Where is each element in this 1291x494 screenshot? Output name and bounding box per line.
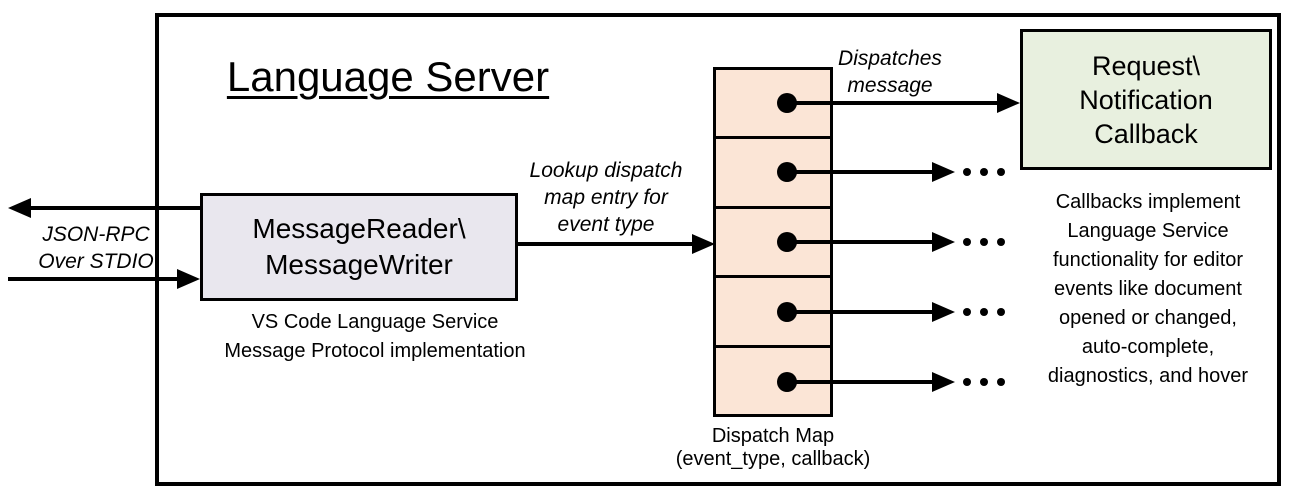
stdio-out-arrowhead-icon xyxy=(8,198,31,218)
callbacks-note-line: opened or changed, xyxy=(1059,307,1237,329)
dispatch-cell xyxy=(716,139,830,209)
callbacks-note: Callbacks implement Language Service fun… xyxy=(1006,188,1290,391)
language-server-boundary xyxy=(155,13,1281,486)
dispatch-arrow-shaft xyxy=(787,101,998,105)
dispatch-arrowhead-icon xyxy=(932,162,955,182)
ellipsis-icon xyxy=(963,168,1005,176)
dispatch-map-caption-line1: Dispatch Map xyxy=(711,425,835,447)
message-box-line1: MessageReader\ xyxy=(252,213,466,244)
diagram-title: Language Server xyxy=(226,53,550,100)
callback-box-line3: Callback xyxy=(1094,118,1198,149)
lookup-arrowhead-icon xyxy=(692,234,715,254)
callbacks-note-line: functionality for editor xyxy=(1052,249,1244,271)
stdio-in-arrow-shaft xyxy=(8,277,180,281)
message-box-caption: VS Code Language Service Message Protoco… xyxy=(192,308,558,366)
dispatches-label-line2: message xyxy=(847,74,933,97)
dispatch-arrowhead-icon xyxy=(932,372,955,392)
dispatches-label: Dispatches message xyxy=(820,45,960,99)
dispatch-arrowhead-icon xyxy=(932,232,955,252)
json-rpc-label: JSON-RPC Over STDIO xyxy=(11,221,181,275)
callbacks-note-line: events like document xyxy=(1054,278,1242,300)
callback-box: Request\ Notification Callback xyxy=(1020,29,1272,170)
dispatches-label-line1: Dispatches xyxy=(838,47,942,70)
json-rpc-label-line1: JSON-RPC xyxy=(42,223,150,246)
ellipsis-icon xyxy=(963,238,1005,246)
message-box-caption-line1: VS Code Language Service xyxy=(251,311,499,333)
dispatch-arrowhead-icon xyxy=(932,302,955,322)
dispatch-map-caption: Dispatch Map (event_type, callback) xyxy=(648,425,898,471)
lookup-label-line1: Lookup dispatch xyxy=(529,159,683,182)
dispatch-map-caption-line2: (event_type, callback) xyxy=(675,448,871,470)
dispatch-arrowhead-icon xyxy=(997,93,1020,113)
dispatch-arrow-shaft xyxy=(787,240,934,244)
callbacks-note-line: Callbacks implement xyxy=(1055,191,1241,213)
stdio-in-arrowhead-icon xyxy=(177,269,200,289)
lookup-arrow-shaft xyxy=(518,242,694,246)
stdio-out-arrow-shaft xyxy=(28,206,200,210)
message-box-line2: MessageWriter xyxy=(265,249,453,280)
dispatch-arrow-shaft xyxy=(787,310,934,314)
message-readerwriter-box: MessageReader\ MessageWriter xyxy=(200,193,518,301)
lookup-label-line2: map entry for xyxy=(544,186,668,209)
ellipsis-icon xyxy=(963,378,1005,386)
callback-box-line1: Request\ xyxy=(1091,50,1201,81)
dispatch-arrow-shaft xyxy=(787,380,934,384)
json-rpc-label-line2: Over STDIO xyxy=(38,250,154,273)
message-box-caption-line2: Message Protocol implementation xyxy=(224,340,526,362)
callbacks-note-line: Language Service xyxy=(1067,220,1229,242)
lookup-label-line3: event type xyxy=(557,213,655,236)
callback-box-line2: Notification xyxy=(1079,84,1213,115)
lookup-label: Lookup dispatch map entry for event type xyxy=(521,157,691,238)
callbacks-note-line: diagnostics, and hover xyxy=(1047,365,1249,387)
dispatch-arrow-shaft xyxy=(787,170,934,174)
ellipsis-icon xyxy=(963,308,1005,316)
callbacks-note-line: auto-complete, xyxy=(1081,336,1215,358)
